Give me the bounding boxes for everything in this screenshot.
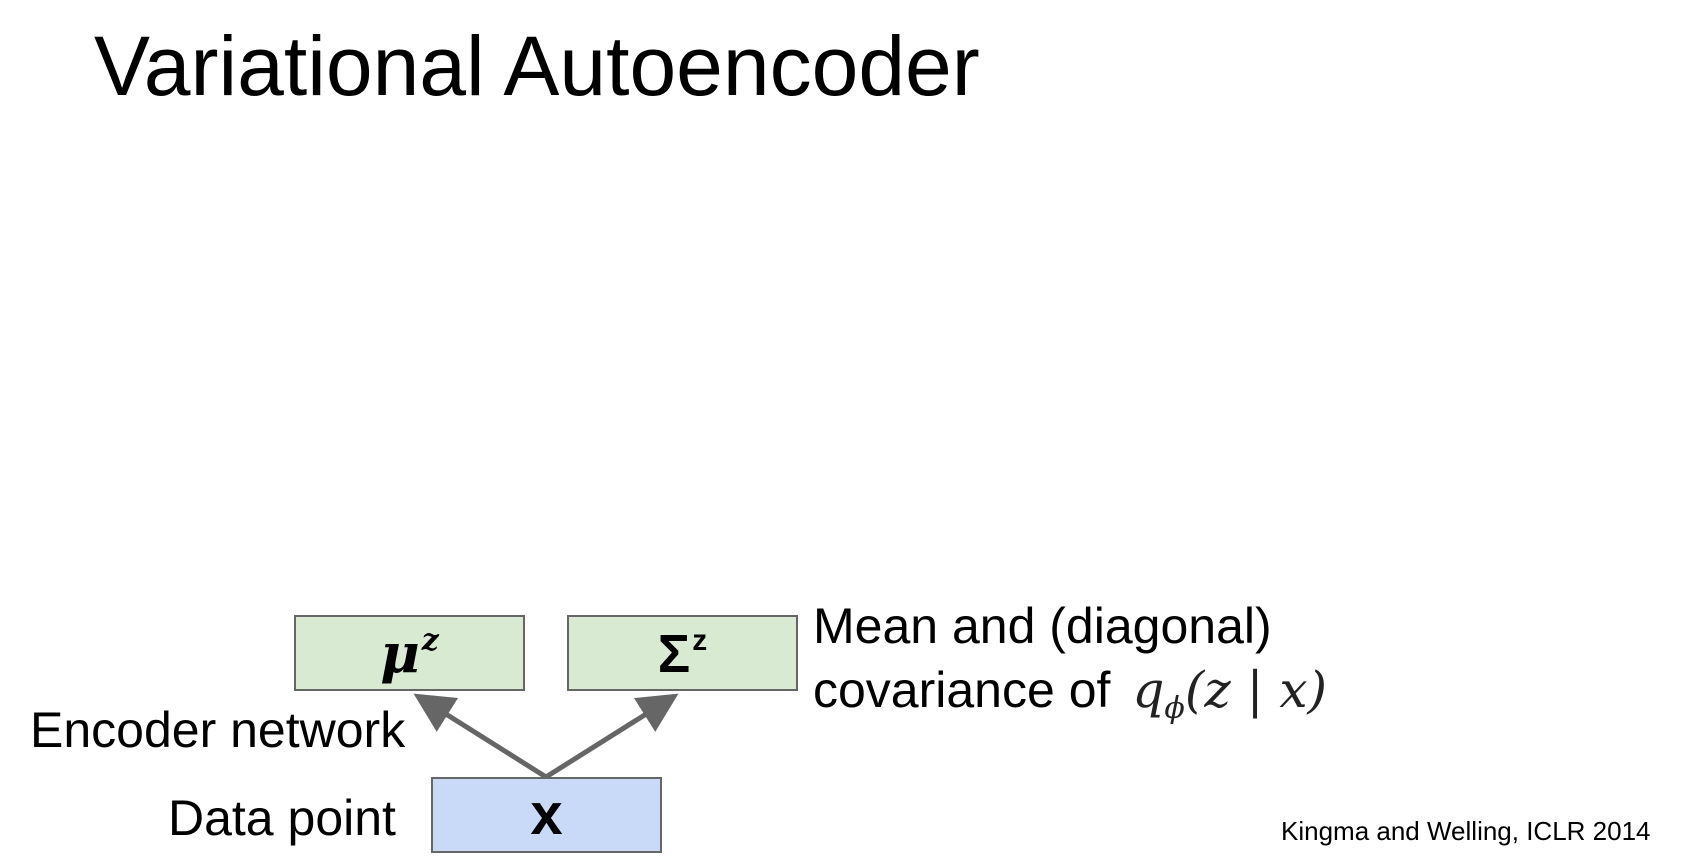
x-symbol: x [530, 782, 563, 847]
arrow-x-to-sigma [544, 693, 679, 780]
posterior-formula: qϕ(z | x) [1132, 661, 1328, 726]
mu-symbol: μz [380, 621, 439, 685]
mu-superscript: z [421, 623, 439, 658]
encoder-network-label: Encoder network [30, 702, 406, 758]
sigma-symbol: Σz [657, 623, 708, 684]
citation: Kingma and Welling, ICLR 2014 [1281, 816, 1651, 846]
data-point-label: Data point [168, 790, 396, 846]
sigma-superscript: z [692, 623, 708, 657]
x-input-box: x [431, 777, 662, 853]
sigma-z-box: Σz [567, 615, 798, 691]
arrow-x-to-mu [413, 693, 548, 780]
description-line-1: Mean and (diagonal) [813, 598, 1272, 654]
mu-z-box: μz [294, 615, 525, 691]
slide-title: Variational Autoencoder [94, 19, 980, 113]
